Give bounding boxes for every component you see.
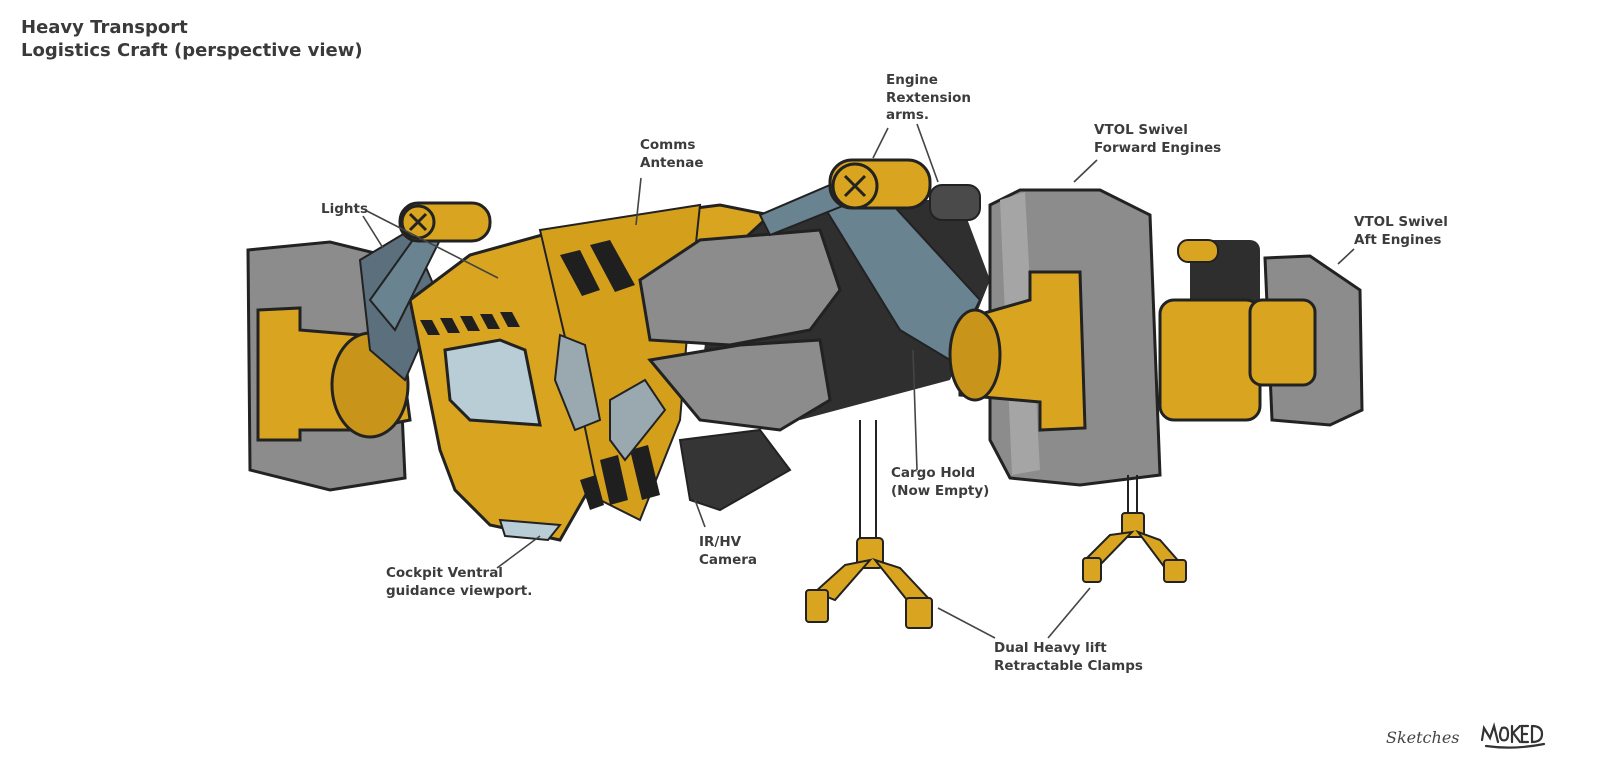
- callout-lights: Lights: [321, 201, 368, 219]
- callout-cargo: Cargo Hold (Now Empty): [891, 465, 989, 500]
- callout-cockpit-line-2: guidance viewport.: [386, 582, 533, 599]
- callout-engine-arms: Engine Rextension arms.: [886, 72, 971, 125]
- title-line-2: Logistics Craft (perspective view): [21, 40, 363, 61]
- callout-comms-line-2: Antenae: [640, 154, 704, 171]
- callout-lights-line-1: Lights: [321, 201, 368, 217]
- callout-cargo-line-2: (Now Empty): [891, 482, 990, 499]
- callout-vtol-forward: VTOL Swivel Forward Engines: [1094, 122, 1221, 157]
- forward-engine: [948, 188, 1162, 487]
- callout-comms: Comms Antenae: [640, 137, 704, 172]
- hull-panels: [638, 228, 842, 512]
- callout-camera: IR/HV Camera: [699, 534, 757, 569]
- studio-logo: [1480, 722, 1546, 749]
- callout-camera-line-1: IR/HV: [699, 534, 742, 550]
- callout-cockpit: Cockpit Ventral guidance viewport.: [386, 565, 532, 600]
- callout-engine-arms-line-2: Rextension: [886, 89, 972, 106]
- title-line-1: Heavy Transport: [21, 17, 188, 38]
- callout-comms-line-1: Comms: [640, 137, 696, 153]
- callout-vtol-forward-line-2: Forward Engines: [1094, 139, 1222, 156]
- callout-clamps-line-2: Retractable Clamps: [994, 657, 1143, 674]
- fuselage: [408, 203, 774, 542]
- callout-camera-line-2: Camera: [699, 551, 758, 568]
- clamp-left: [805, 537, 933, 629]
- callout-vtol-aft-line-2: Aft Engines: [1354, 231, 1442, 248]
- clamp-right: [1082, 512, 1187, 583]
- page-title: Heavy Transport Logistics Craft (perspec…: [21, 16, 363, 62]
- callout-clamps-line-1: Dual Heavy lift: [994, 640, 1107, 656]
- callout-engine-arms-line-1: Engine: [886, 72, 938, 88]
- callout-clamps: Dual Heavy lift Retractable Clamps: [994, 640, 1143, 675]
- cargo-cables: [859, 420, 1138, 540]
- callout-vtol-forward-line-1: VTOL Swivel: [1094, 122, 1188, 138]
- callout-cargo-line-1: Cargo Hold: [891, 465, 976, 481]
- sketches-caption: Sketches: [1386, 728, 1460, 747]
- callout-engine-arms-line-3: arms.: [886, 107, 929, 123]
- callout-lines: [362, 123, 1355, 639]
- callout-cockpit-line-1: Cockpit Ventral: [386, 565, 503, 581]
- callout-vtol-aft-line-1: VTOL Swivel: [1354, 214, 1448, 230]
- engine-arms: [368, 158, 982, 362]
- aft-engine-right: [1158, 239, 1364, 427]
- callout-vtol-aft: VTOL Swivel Aft Engines: [1354, 214, 1448, 249]
